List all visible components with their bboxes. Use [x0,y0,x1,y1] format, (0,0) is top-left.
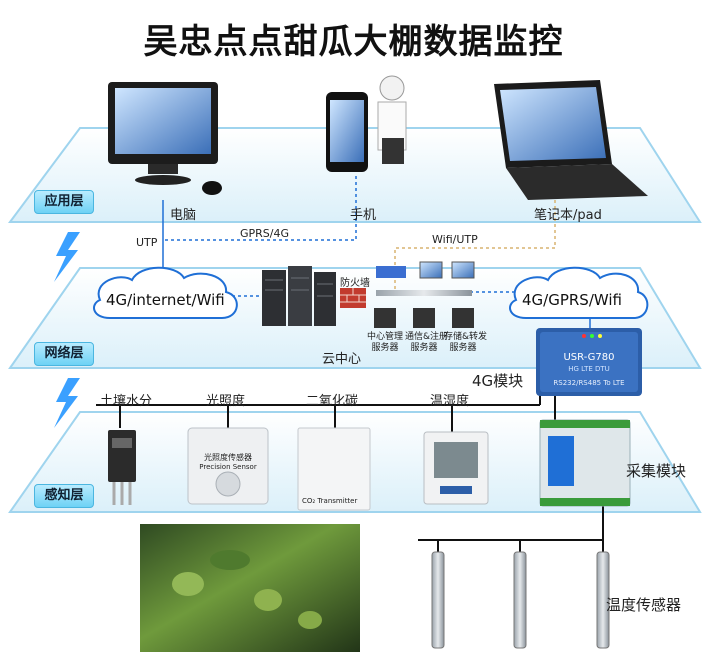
temperature-probe-icon [596,551,610,649]
co2-sensor-icon [297,427,371,511]
label-pc: 电脑 [170,208,197,223]
label-utp: UTP [136,236,158,249]
layer-badge-perception: 感知层 [34,484,94,508]
label-light: 光照度 [206,394,246,409]
laptop-icon [494,80,648,200]
label-phone: 手机 [350,208,377,223]
server-rack-icon [262,266,336,326]
temperature-humidity-sensor-icon [423,431,489,505]
label-server-storage: 存储&转发 服务器 [444,332,488,353]
module-4g-brand: USR-G780 [563,352,615,363]
layer-badge-network: 网络层 [34,342,94,366]
temperature-probe-icon [431,551,445,649]
lightning-icon [54,232,80,282]
label-server-management: 中心管理 服务器 [366,332,403,353]
label-temp-humidity: 温湿度 [430,394,470,409]
light-sensor-icon [187,427,269,505]
desktop-computer-icon [108,82,222,195]
cloud-left-label: 4G/internet/Wifi [106,291,225,309]
connection-lines [96,176,604,552]
cloud-right [509,266,649,319]
module-4g-port: RS232/RS485 To LTE [553,379,625,387]
firewall-icon [340,288,366,308]
server-icon [374,308,474,328]
greenhouse-photo [140,524,360,652]
label-temperature-sensor: 温度传感器 [606,596,682,614]
label-firewall: 防火墙 [340,278,370,289]
label-gprs-4g: GPRS/4G [240,227,290,240]
4g-module-icon [536,328,642,396]
label-co2: 二氧化碳 [306,394,359,409]
label-wifi-utp: Wifi/UTP [432,233,478,246]
label-laptop: 笔记本/pad [534,208,602,223]
light-sensor-text: 光照度传感器 [204,453,252,462]
label-collection-module: 采集模块 [626,462,687,480]
phone-icon [326,75,407,172]
layer-badge-application: 应用层 [34,190,94,214]
module-4g-subtitle: HG LTE DTU [568,365,610,373]
label-cloud-center: 云中心 [322,352,362,367]
cloud-right-label: 4G/GPRS/Wifi [522,291,623,309]
page-title: 吴忠点点甜瓜大棚数据监控 [143,22,564,62]
lightning-icon [54,378,80,428]
cloud-left [93,266,238,319]
soil-moisture-sensor-icon [108,430,136,505]
label-soil-moisture: 土壤水分 [100,394,153,409]
collection-module-icon [539,419,631,507]
temperature-probe-icon [513,551,527,649]
co2-sensor-text: CO₂ Transmitter [302,497,358,505]
label-server-registration: 通信&注册 服务器 [405,332,449,353]
network-switch-icon [376,261,475,296]
light-sensor-subtext: Precision Sensor [199,463,257,471]
label-4g-module: 4G模块 [472,372,524,390]
